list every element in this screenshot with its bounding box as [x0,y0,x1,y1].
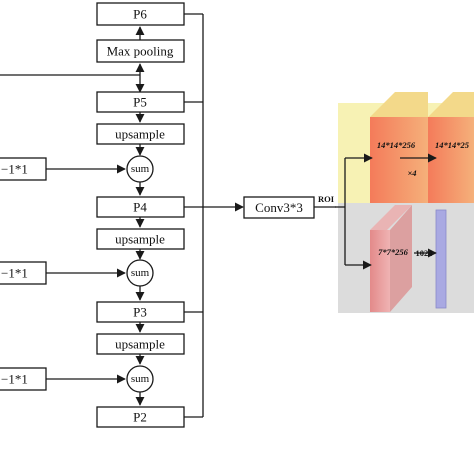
sum-label-2: sum [131,267,150,279]
sum-label-3: sum [131,373,150,385]
roi-label: ROI [318,194,335,204]
p5-label: P5 [133,95,147,110]
p6-label: P6 [133,7,147,22]
mask-branch-panel: 14*14*256 14*14*25 ×4 [338,92,474,205]
max-pooling-box [96,39,185,63]
p4-label: P4 [133,200,147,215]
upsample-label-3: upsample [115,337,165,352]
box-block-label: 7*7*256 [378,247,409,257]
conv3x3-label: Conv3*3 [255,200,303,215]
mask-block-1 [370,117,428,205]
fc-label: 1024 [416,248,434,258]
lateral-conv-box-3 [0,367,47,391]
mask-block-1-label: 14*14*256 [377,140,416,150]
sum-label-1: sum [131,163,150,175]
lateral-conv-label-1: −1*1 [1,162,28,177]
box-block [370,230,390,312]
lateral-conv-box-1 [0,157,47,181]
p6-box [96,2,185,26]
mask-block-2-label: 14*14*25 [435,140,470,150]
lateral-conv-label-2: −1*1 [1,266,28,281]
box-branch-panel: 7*7*256 1024 [338,203,474,313]
p2-label: P2 [133,410,147,425]
upsample-label-2: upsample [115,232,165,247]
mask-block-2 [428,117,474,205]
p2-box [96,406,185,428]
times4-label: ×4 [407,168,416,178]
upsample-label-1: upsample [115,127,165,142]
lateral-conv-box-2 [0,261,47,285]
max-pooling-label: Max pooling [107,44,174,59]
fc-block [435,209,447,309]
lateral-conv-label-3: −1*1 [1,372,28,387]
p3-label: P3 [133,305,147,320]
